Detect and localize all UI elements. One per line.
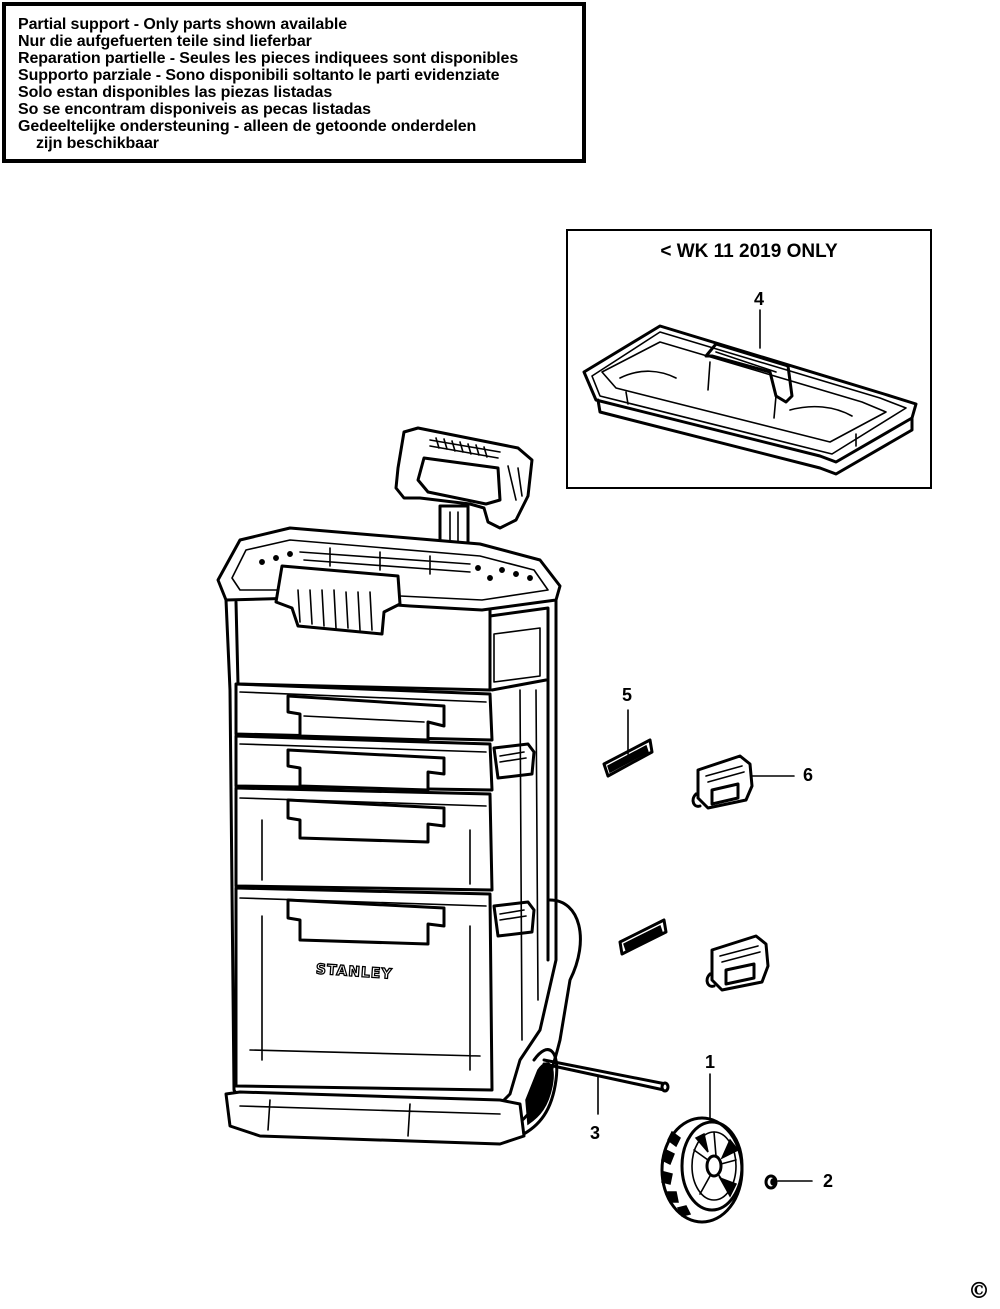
axle-part <box>542 1058 670 1093</box>
latch-part-6 <box>691 754 754 810</box>
callout-5: 5 <box>622 685 633 705</box>
notice-line-de: Nur die aufgefuerten teile sind lieferba… <box>18 33 312 50</box>
callout-4: 4 <box>754 289 765 309</box>
notice-line-fr: Reparation partielle - Seules les pieces… <box>18 50 519 67</box>
callout-3: 3 <box>590 1123 601 1143</box>
notice-line-es: Solo estan disponibles las piezas listad… <box>18 84 333 101</box>
inset-title: < WK 11 2019 ONLY <box>660 241 838 262</box>
clip-part-5-lower <box>618 918 668 956</box>
callout-6: 6 <box>803 765 814 785</box>
notice-line-en: Partial support - Only parts shown avail… <box>18 16 348 33</box>
copyright-symbol: © <box>968 1278 990 1304</box>
tray-part <box>582 324 918 476</box>
telescopic-handle <box>394 426 534 552</box>
latch-part-6-lower <box>705 934 770 992</box>
notice-line-pt: So se encontram disponiveis as pecas lis… <box>18 101 371 118</box>
inset-box: < WK 11 2019 ONLY <box>566 229 932 489</box>
callout-2: 2 <box>823 1171 834 1191</box>
notice-line-nl-cont: zijn beschikbaar <box>36 135 159 152</box>
partial-support-notice: Partial support - Only parts shown avail… <box>2 2 586 163</box>
tool-chest-body <box>216 526 582 1146</box>
clip-part-5 <box>602 738 654 778</box>
brand-logo: STANLEY <box>315 962 393 983</box>
clip-ring-part <box>764 1174 778 1190</box>
notice-line-nl: Gedeeltelijke ondersteuning - alleen de … <box>18 118 477 135</box>
wheel-part <box>660 1116 744 1224</box>
callout-1: 1 <box>705 1052 716 1072</box>
notice-line-it: Supporto parziale - Sono disponibili sol… <box>18 67 500 84</box>
